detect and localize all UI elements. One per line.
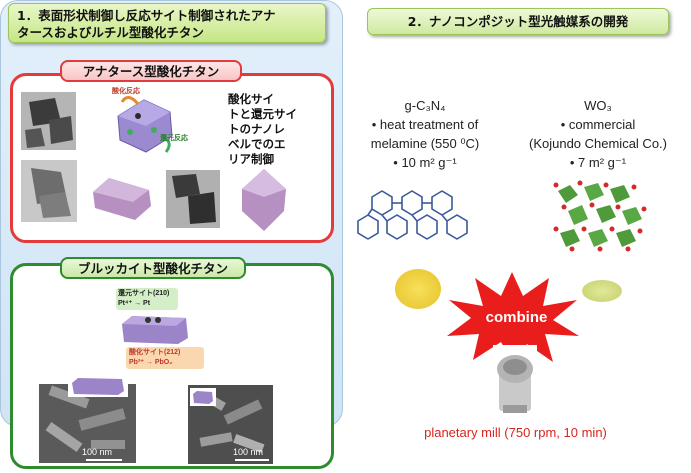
gcn-line1: • heat treatment of [371, 117, 479, 132]
oxidation-site-equation: Pb²⁺ → PbO₂ [129, 359, 173, 366]
section2-header: 2．ナノコンポジット型光触媒系の開発 [367, 8, 669, 35]
anatase-micrograph-3 [166, 170, 220, 228]
wo3-line1: • commercial [560, 117, 636, 132]
reduction-site-box [116, 288, 178, 310]
wo3-name: WO₃ [584, 98, 612, 113]
section1-header: 1．表面形状制御し反応サイト制御されたアナ タースおよびルチル型酸化チタン [8, 3, 326, 43]
combine-burst-shape [447, 272, 579, 364]
planetary-mill-photo [493, 345, 537, 421]
anatase-bipyramid-crystal [242, 169, 286, 231]
oxidation-site-box [126, 347, 204, 369]
brookite-crystal [122, 316, 188, 344]
wo3-structure-image [548, 177, 653, 255]
scale-bar-right [235, 459, 269, 461]
anatase-micrograph-1 [21, 92, 76, 150]
note-line-3: トのナノレ [228, 122, 285, 136]
gcn-name: g-C₃N₄ [404, 98, 446, 113]
brookite-sem-left [39, 384, 136, 463]
wo3-powder-photo [578, 270, 628, 310]
section1-title-line1: 1．表面形状制御し反応サイト制御されたアナ [17, 8, 276, 23]
mill-caption: planetary mill (750 rpm, 10 min) [424, 425, 607, 440]
oxidation-site-label: 酸化サイト(212) [129, 349, 181, 356]
anatase-title: アナタース型酸化チタン [60, 60, 242, 82]
gcn-line2: melamine (550 ⁰C) [370, 136, 480, 151]
reduction-reaction-label: 還元反応 [160, 135, 188, 142]
anatase-crystal-diagram [117, 96, 173, 153]
note-line-4: ベルでのエ [228, 137, 286, 151]
combine-label: combine [485, 309, 548, 326]
note-line-1: 酸化サイ [228, 92, 274, 106]
anatase-note: 酸化サイ トと還元サイ トのナノレ ベルでのエ リア制御 [228, 92, 297, 167]
note-line-5: リア制御 [228, 152, 274, 166]
scale-label-left: 100 nm [82, 447, 113, 457]
gcn-powder-photo [393, 265, 443, 315]
gcn-structure-image [352, 177, 480, 252]
scale-label-right: 100 nm [233, 447, 264, 457]
anatase-micrograph-2 [21, 160, 77, 222]
brookite-title: ブルッカイト型酸化チタン [60, 257, 246, 279]
wo3-line2: (Kojundo Chemical Co.) [528, 136, 667, 151]
brookite-inset-right [190, 388, 216, 406]
brookite-sem-right [188, 385, 273, 464]
reduction-site-equation: Pt⁴⁺ → Pt [118, 300, 151, 307]
brookite-inset-left [68, 375, 128, 397]
gcn-description: g-C₃N₄ • heat treatment of melamine (550… [350, 96, 500, 172]
section1-title-line2: タースおよびルチル型酸化チタン [17, 25, 204, 40]
note-line-2: トと還元サイ [228, 107, 297, 121]
oxidation-reaction-label: 酸化反応 [112, 88, 140, 95]
scale-bar-left [86, 459, 122, 461]
reduction-site-label: 還元サイト(210) [118, 290, 170, 297]
wo3-description: WO₃ • commercial (Kojundo Chemical Co.) … [518, 96, 678, 172]
anatase-rod-crystal [93, 178, 151, 220]
wo3-line3: • 7 m² g⁻¹ [569, 155, 627, 170]
gcn-line3: • 10 m² g⁻¹ [393, 155, 457, 170]
